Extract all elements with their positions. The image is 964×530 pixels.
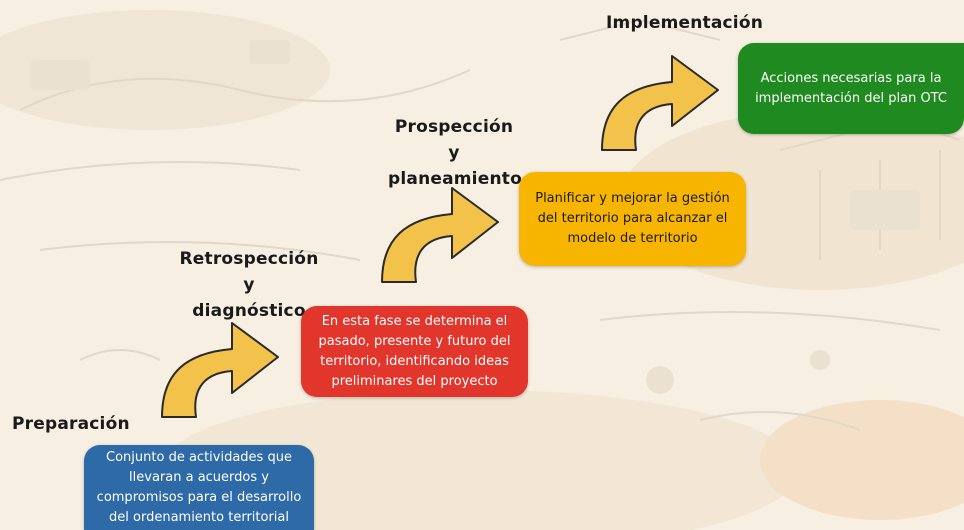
stage-3-heading-line2: planeamiento [388,169,522,189]
stage-2-heading: Retrospección y diagnóstico [176,246,322,324]
stage-1-description: Conjunto de actividades que llevaran a a… [96,449,302,525]
stage-3-description-box: Planificar y mejorar la gestión del terr… [519,172,746,266]
stage-3-heading-line1: Prospección y [394,117,514,163]
stage-1-heading: Preparación [12,414,130,434]
curved-arrow-icon [601,55,719,151]
stage-3-description: Planificar y mejorar la gestión del terr… [535,191,730,246]
stage-1-description-box: Conjunto de actividades que llevaran a a… [84,445,314,530]
curved-arrow-icon [161,322,279,418]
stage-2-description-box: En esta fase se determina el pasado, pre… [301,306,528,397]
stage-2-heading-line2: diagnóstico [192,301,306,321]
stage-2-description: En esta fase se determina el pasado, pre… [318,313,511,389]
stage-4-heading: Implementación [606,13,763,33]
stage-4-description-box: Acciones necesarias para la implementaci… [738,43,964,134]
stage-2-heading-line1: Retrospección y [179,249,319,295]
stage-3-heading: Prospección y planeamiento [388,114,522,192]
curved-arrow-icon [381,187,499,283]
stage-4-description: Acciones necesarias para la implementaci… [755,70,947,106]
